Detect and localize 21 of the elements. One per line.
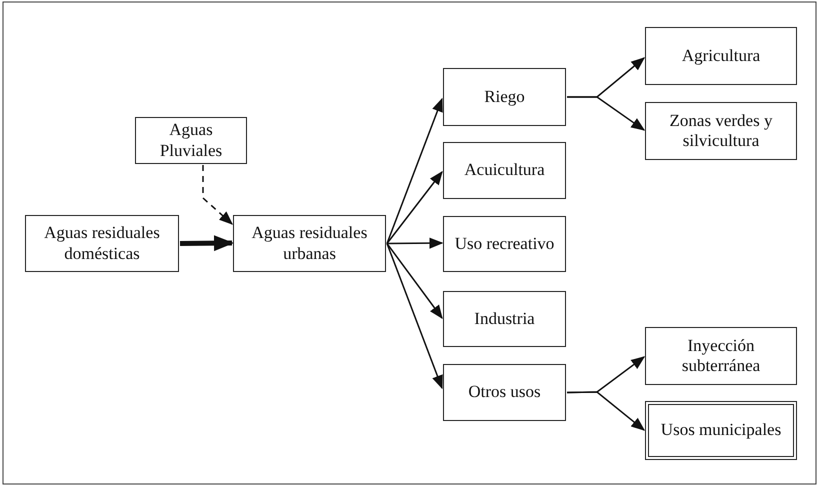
process-box: Usos municipales (645, 401, 797, 460)
arrow (567, 96, 646, 131)
process-box: Aguas residuales urbanas (233, 215, 386, 272)
process-box: Aguas residuales domésticas (25, 215, 179, 272)
process-box: Uso recreativo (443, 216, 566, 272)
arrow (387, 238, 444, 249)
process-box: Aguas Pluviales (135, 117, 247, 164)
arrow (180, 235, 234, 252)
arrow (386, 243, 443, 390)
process-box: Industria (443, 291, 566, 347)
arrow (566, 391, 646, 431)
arrow (386, 170, 443, 244)
process-box: Inyección subterránea (645, 327, 797, 385)
process-box: Otros usos (443, 364, 566, 421)
arrow (202, 165, 234, 225)
arrow (386, 243, 443, 320)
process-box: Acuicultura (443, 142, 566, 199)
arrow (386, 98, 443, 244)
process-box: Riego (443, 68, 566, 126)
process-box: Agricultura (645, 27, 797, 85)
process-box: Zonas verdes y silvicultura (645, 102, 797, 160)
